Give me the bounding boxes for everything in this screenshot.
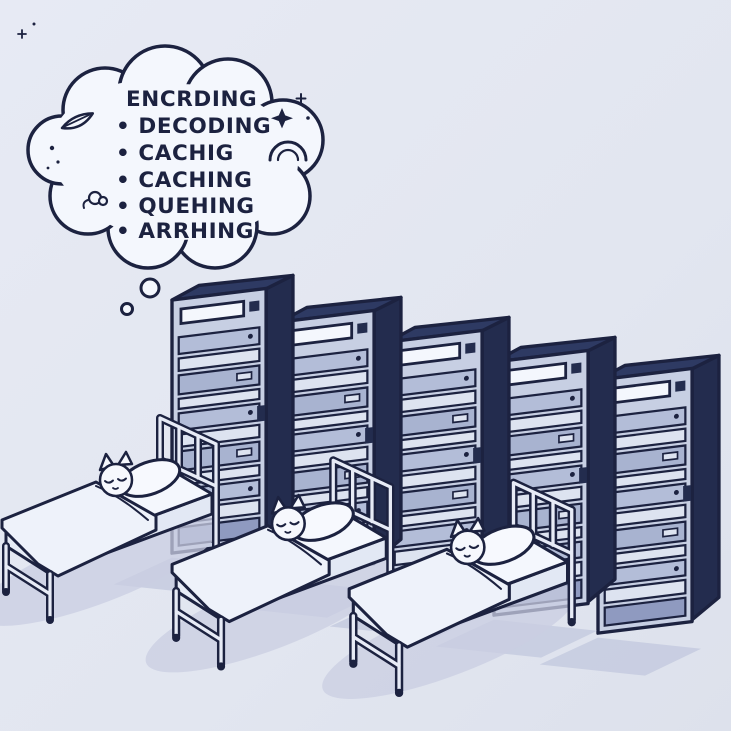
- feather-icon: [60, 112, 95, 130]
- bubble-interior: [50, 80, 250, 220]
- dream-item: • ARRHING: [116, 219, 254, 244]
- dream-item: • QUEHING: [116, 194, 255, 219]
- dots-doodle: [46, 145, 60, 170]
- dream-item: • DECODING: [116, 114, 271, 139]
- thought-bubble: ENCRDING • DECODING • CACHIG • CACHING •…: [26, 44, 325, 316]
- dream-list: ENCRDING • DECODING • CACHIG • CACHING •…: [116, 87, 271, 244]
- dream-item: ENCRDING: [126, 87, 257, 112]
- corner-sparkle-icon: [17, 22, 36, 39]
- sparkle-icon: [271, 93, 310, 129]
- dream-item: • CACHIG: [116, 141, 234, 166]
- dream-item: • CACHING: [116, 168, 252, 193]
- arc-doodle: [268, 140, 308, 162]
- bubble-tail-small: [120, 302, 134, 316]
- bubble-tail-large: [139, 277, 161, 299]
- puff-doodle: [82, 190, 109, 209]
